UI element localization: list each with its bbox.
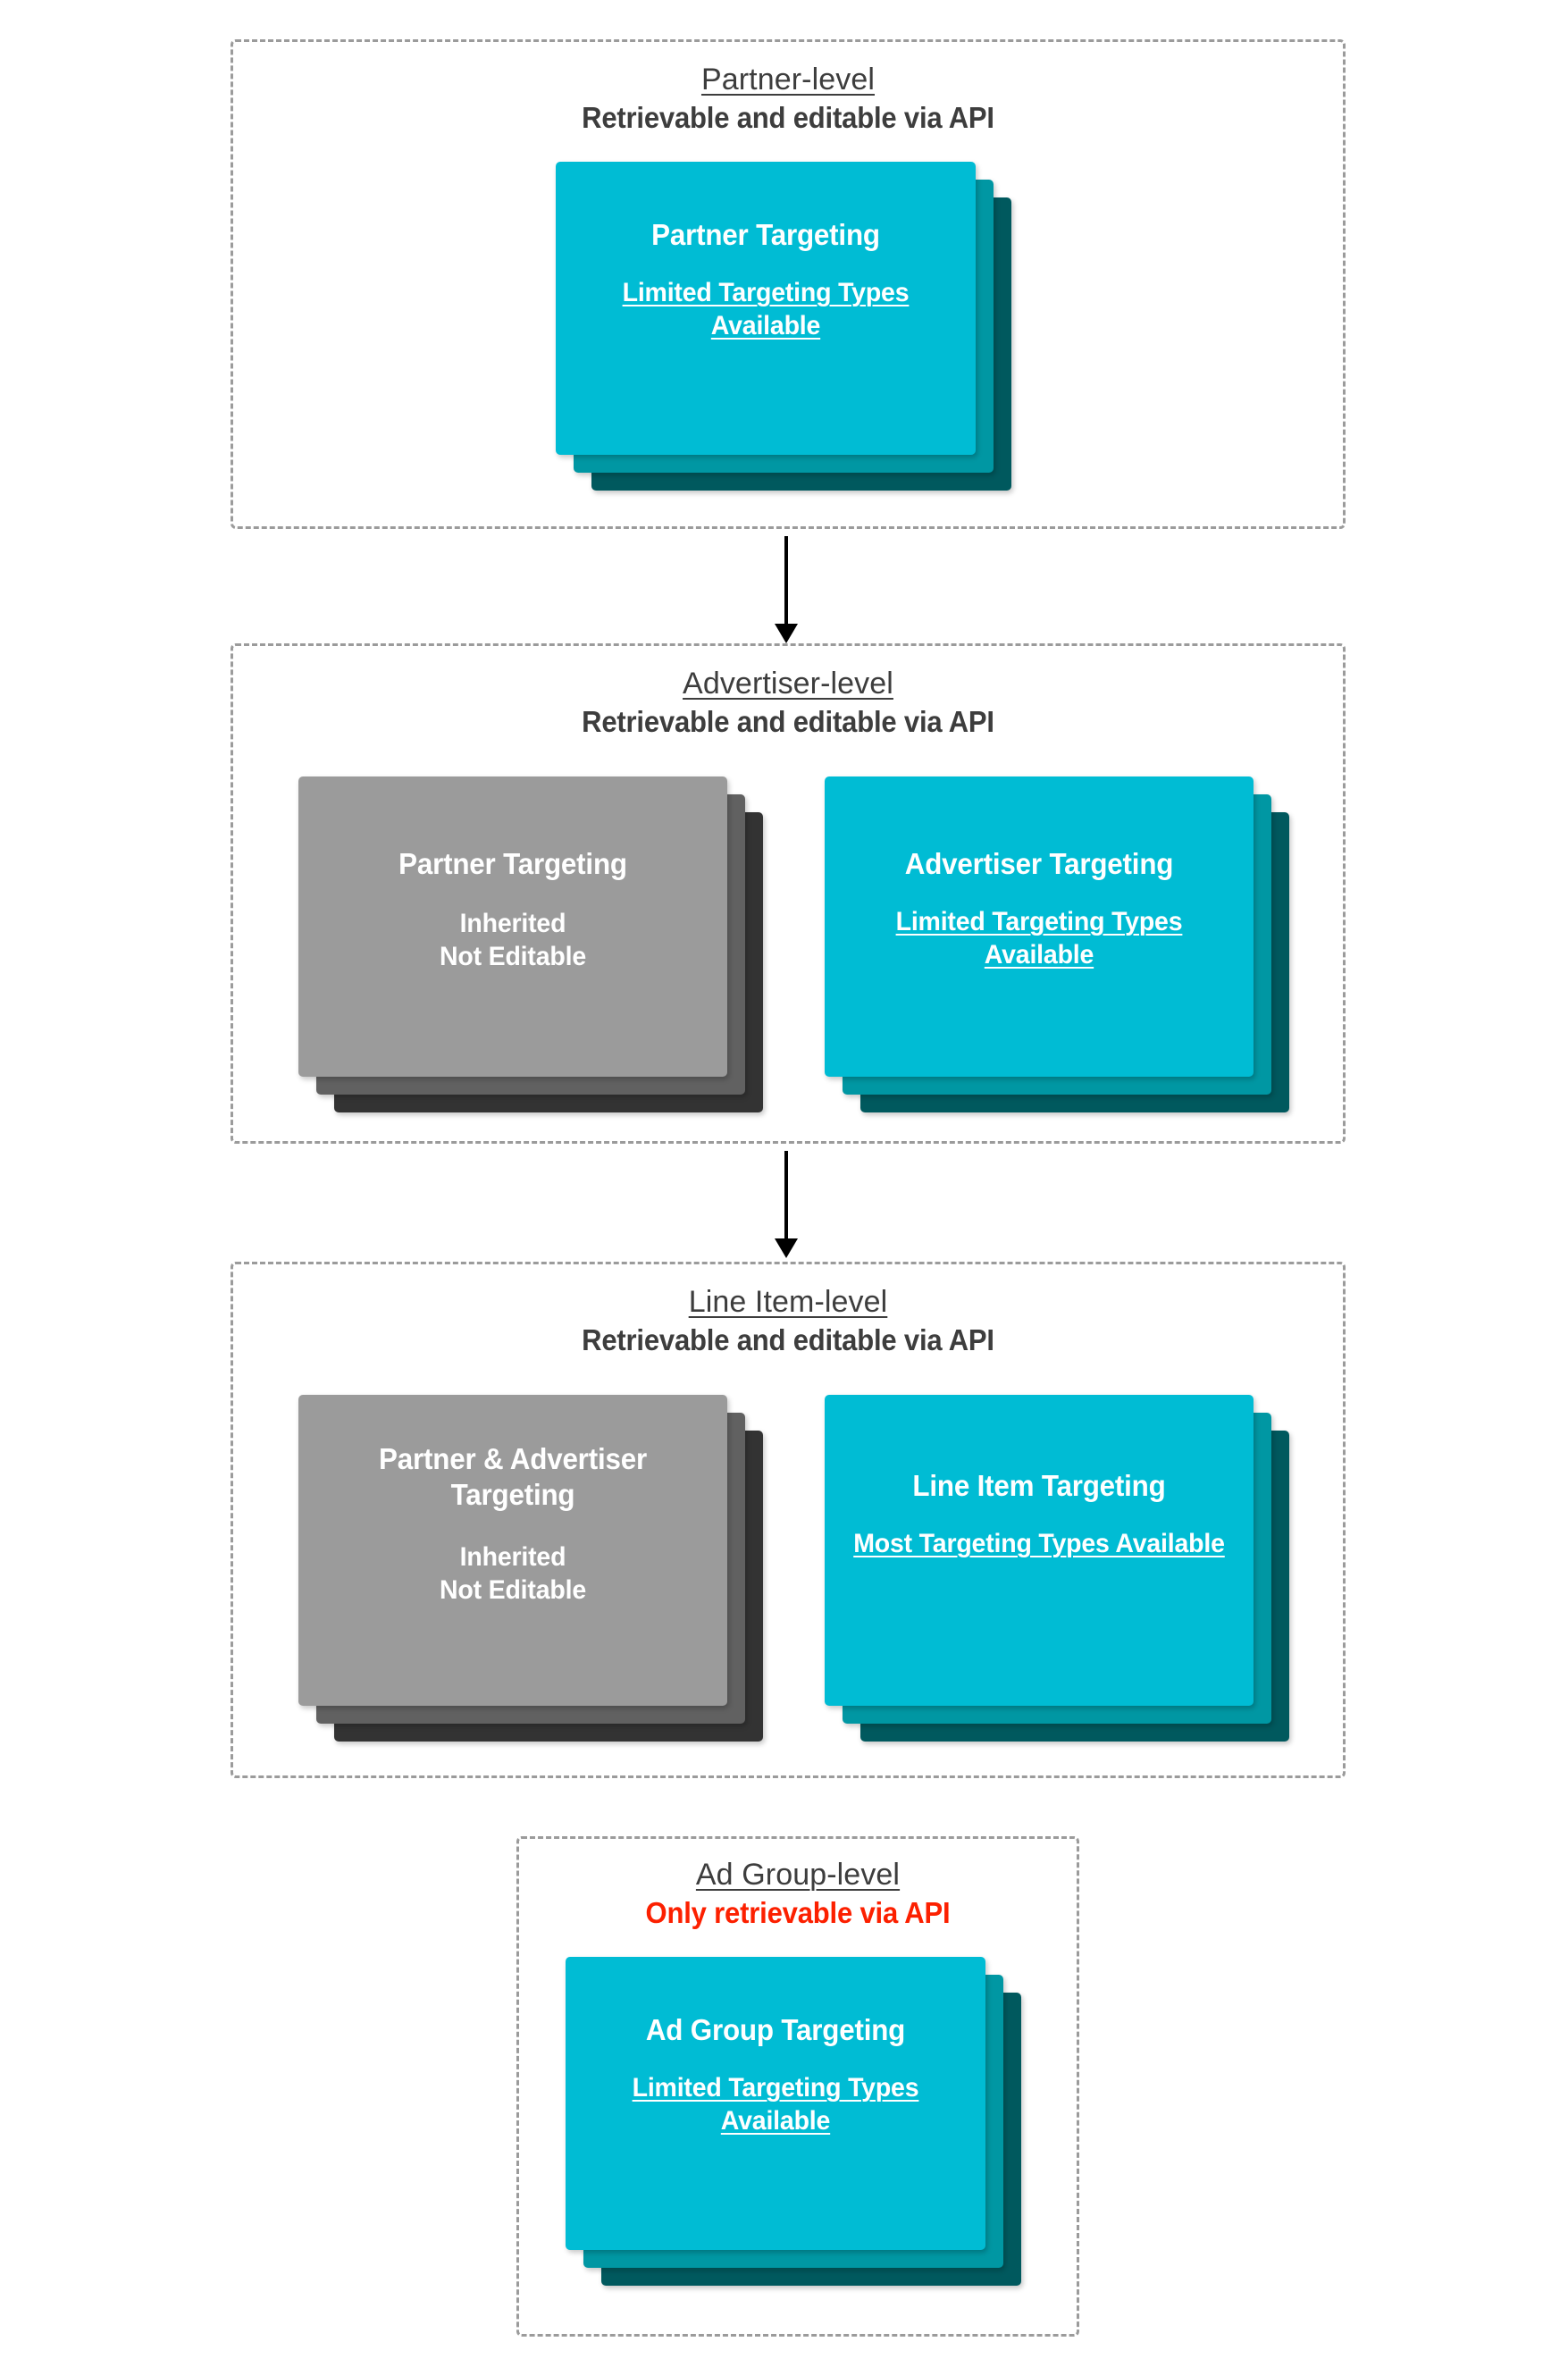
connector-arrowhead — [775, 624, 798, 643]
card-note-partner-targeting: Limited Targeting Types Available — [622, 278, 910, 341]
card-stack-line-item-targeting[interactable]: Line Item Targeting Most Targeting Types… — [825, 1395, 1307, 1752]
card-note-inherited-partner-targeting: Inherited Not Editable — [440, 909, 586, 972]
level-subtitle-advertiser: Retrievable and editable via API — [582, 705, 994, 739]
card-layer-front: Ad Group Targeting Limited Targeting Typ… — [566, 1957, 985, 2250]
card-layer-front: Partner Targeting Inherited Not Editable — [298, 776, 727, 1077]
level-box-ad-group: Ad Group-level Only retrievable via API … — [516, 1836, 1079, 2337]
level-header-advertiser: Advertiser-level Retrievable and editabl… — [233, 666, 1343, 740]
card-body-inherited-partner-advertiser-targeting: Partner & Advertiser Targeting Inherited… — [298, 1441, 727, 1607]
level-box-partner: Partner-level Retrievable and editable v… — [231, 39, 1346, 529]
card-body-partner-targeting: Partner Targeting Limited Targeting Type… — [556, 217, 976, 343]
level-subtitle-partner: Retrievable and editable via API — [582, 101, 994, 135]
card-stack-partner-targeting[interactable]: Partner Targeting Limited Targeting Type… — [556, 162, 1027, 491]
card-title-partner-targeting: Partner Targeting — [651, 218, 880, 251]
card-body-line-item-targeting: Line Item Targeting Most Targeting Types… — [825, 1468, 1254, 1560]
card-layer-front: Partner Targeting Limited Targeting Type… — [556, 162, 976, 455]
level-title-ad-group: Ad Group-level — [695, 1858, 901, 1892]
level-title-partner: Partner-level — [700, 63, 876, 97]
card-title-ad-group-targeting: Ad Group Targeting — [645, 2013, 906, 2046]
connector-partner-to-advertiser — [768, 536, 804, 643]
card-stack-ad-group-targeting[interactable]: Ad Group Targeting Limited Targeting Typ… — [566, 1957, 1037, 2286]
connector-shaft — [784, 536, 788, 625]
connector-shaft — [784, 1151, 788, 1240]
card-note-line-item-targeting: Most Targeting Types Available — [853, 1529, 1225, 1559]
card-layer-front: Advertiser Targeting Limited Targeting T… — [825, 776, 1254, 1077]
card-body-advertiser-targeting: Advertiser Targeting Limited Targeting T… — [825, 846, 1254, 972]
card-layer-front: Line Item Targeting Most Targeting Types… — [825, 1395, 1254, 1706]
level-box-line-item: Line Item-level Retrievable and editable… — [231, 1262, 1346, 1778]
card-stack-advertiser-targeting[interactable]: Advertiser Targeting Limited Targeting T… — [825, 776, 1307, 1123]
level-header-line-item: Line Item-level Retrievable and editable… — [233, 1284, 1343, 1358]
card-note-inherited-partner-advertiser-targeting: Inherited Not Editable — [440, 1541, 586, 1605]
card-title-line-item-targeting: Line Item Targeting — [912, 1469, 1166, 1502]
card-note-ad-group-targeting: Limited Targeting Types Available — [632, 2073, 919, 2136]
card-stack-inherited-partner-targeting[interactable]: Partner Targeting Inherited Not Editable — [298, 776, 781, 1123]
level-header-partner: Partner-level Retrievable and editable v… — [233, 62, 1343, 136]
card-stack-inherited-partner-advertiser-targeting[interactable]: Partner & Advertiser Targeting Inherited… — [298, 1395, 781, 1752]
connector-advertiser-to-line-item — [768, 1151, 804, 1260]
card-body-ad-group-targeting: Ad Group Targeting Limited Targeting Typ… — [566, 2012, 985, 2138]
level-title-advertiser: Advertiser-level — [683, 667, 893, 701]
card-body-inherited-partner-targeting: Partner Targeting Inherited Not Editable — [298, 846, 727, 974]
connector-arrowhead — [775, 1238, 798, 1258]
card-note-advertiser-targeting: Limited Targeting Types Available — [895, 907, 1183, 970]
level-title-line-item: Line Item-level — [688, 1285, 888, 1319]
card-layer-front: Partner & Advertiser Targeting Inherited… — [298, 1395, 727, 1706]
level-subtitle-ad-group: Only retrievable via API — [645, 1896, 951, 1930]
card-title-inherited-partner-advertiser-targeting: Partner & Advertiser Targeting — [379, 1442, 647, 1512]
level-header-ad-group: Ad Group-level Only retrievable via API — [519, 1857, 1077, 1931]
level-box-advertiser: Advertiser-level Retrievable and editabl… — [231, 643, 1346, 1144]
level-subtitle-line-item: Retrievable and editable via API — [582, 1323, 994, 1357]
card-title-inherited-partner-targeting: Partner Targeting — [398, 847, 627, 880]
card-title-advertiser-targeting: Advertiser Targeting — [904, 847, 1174, 880]
